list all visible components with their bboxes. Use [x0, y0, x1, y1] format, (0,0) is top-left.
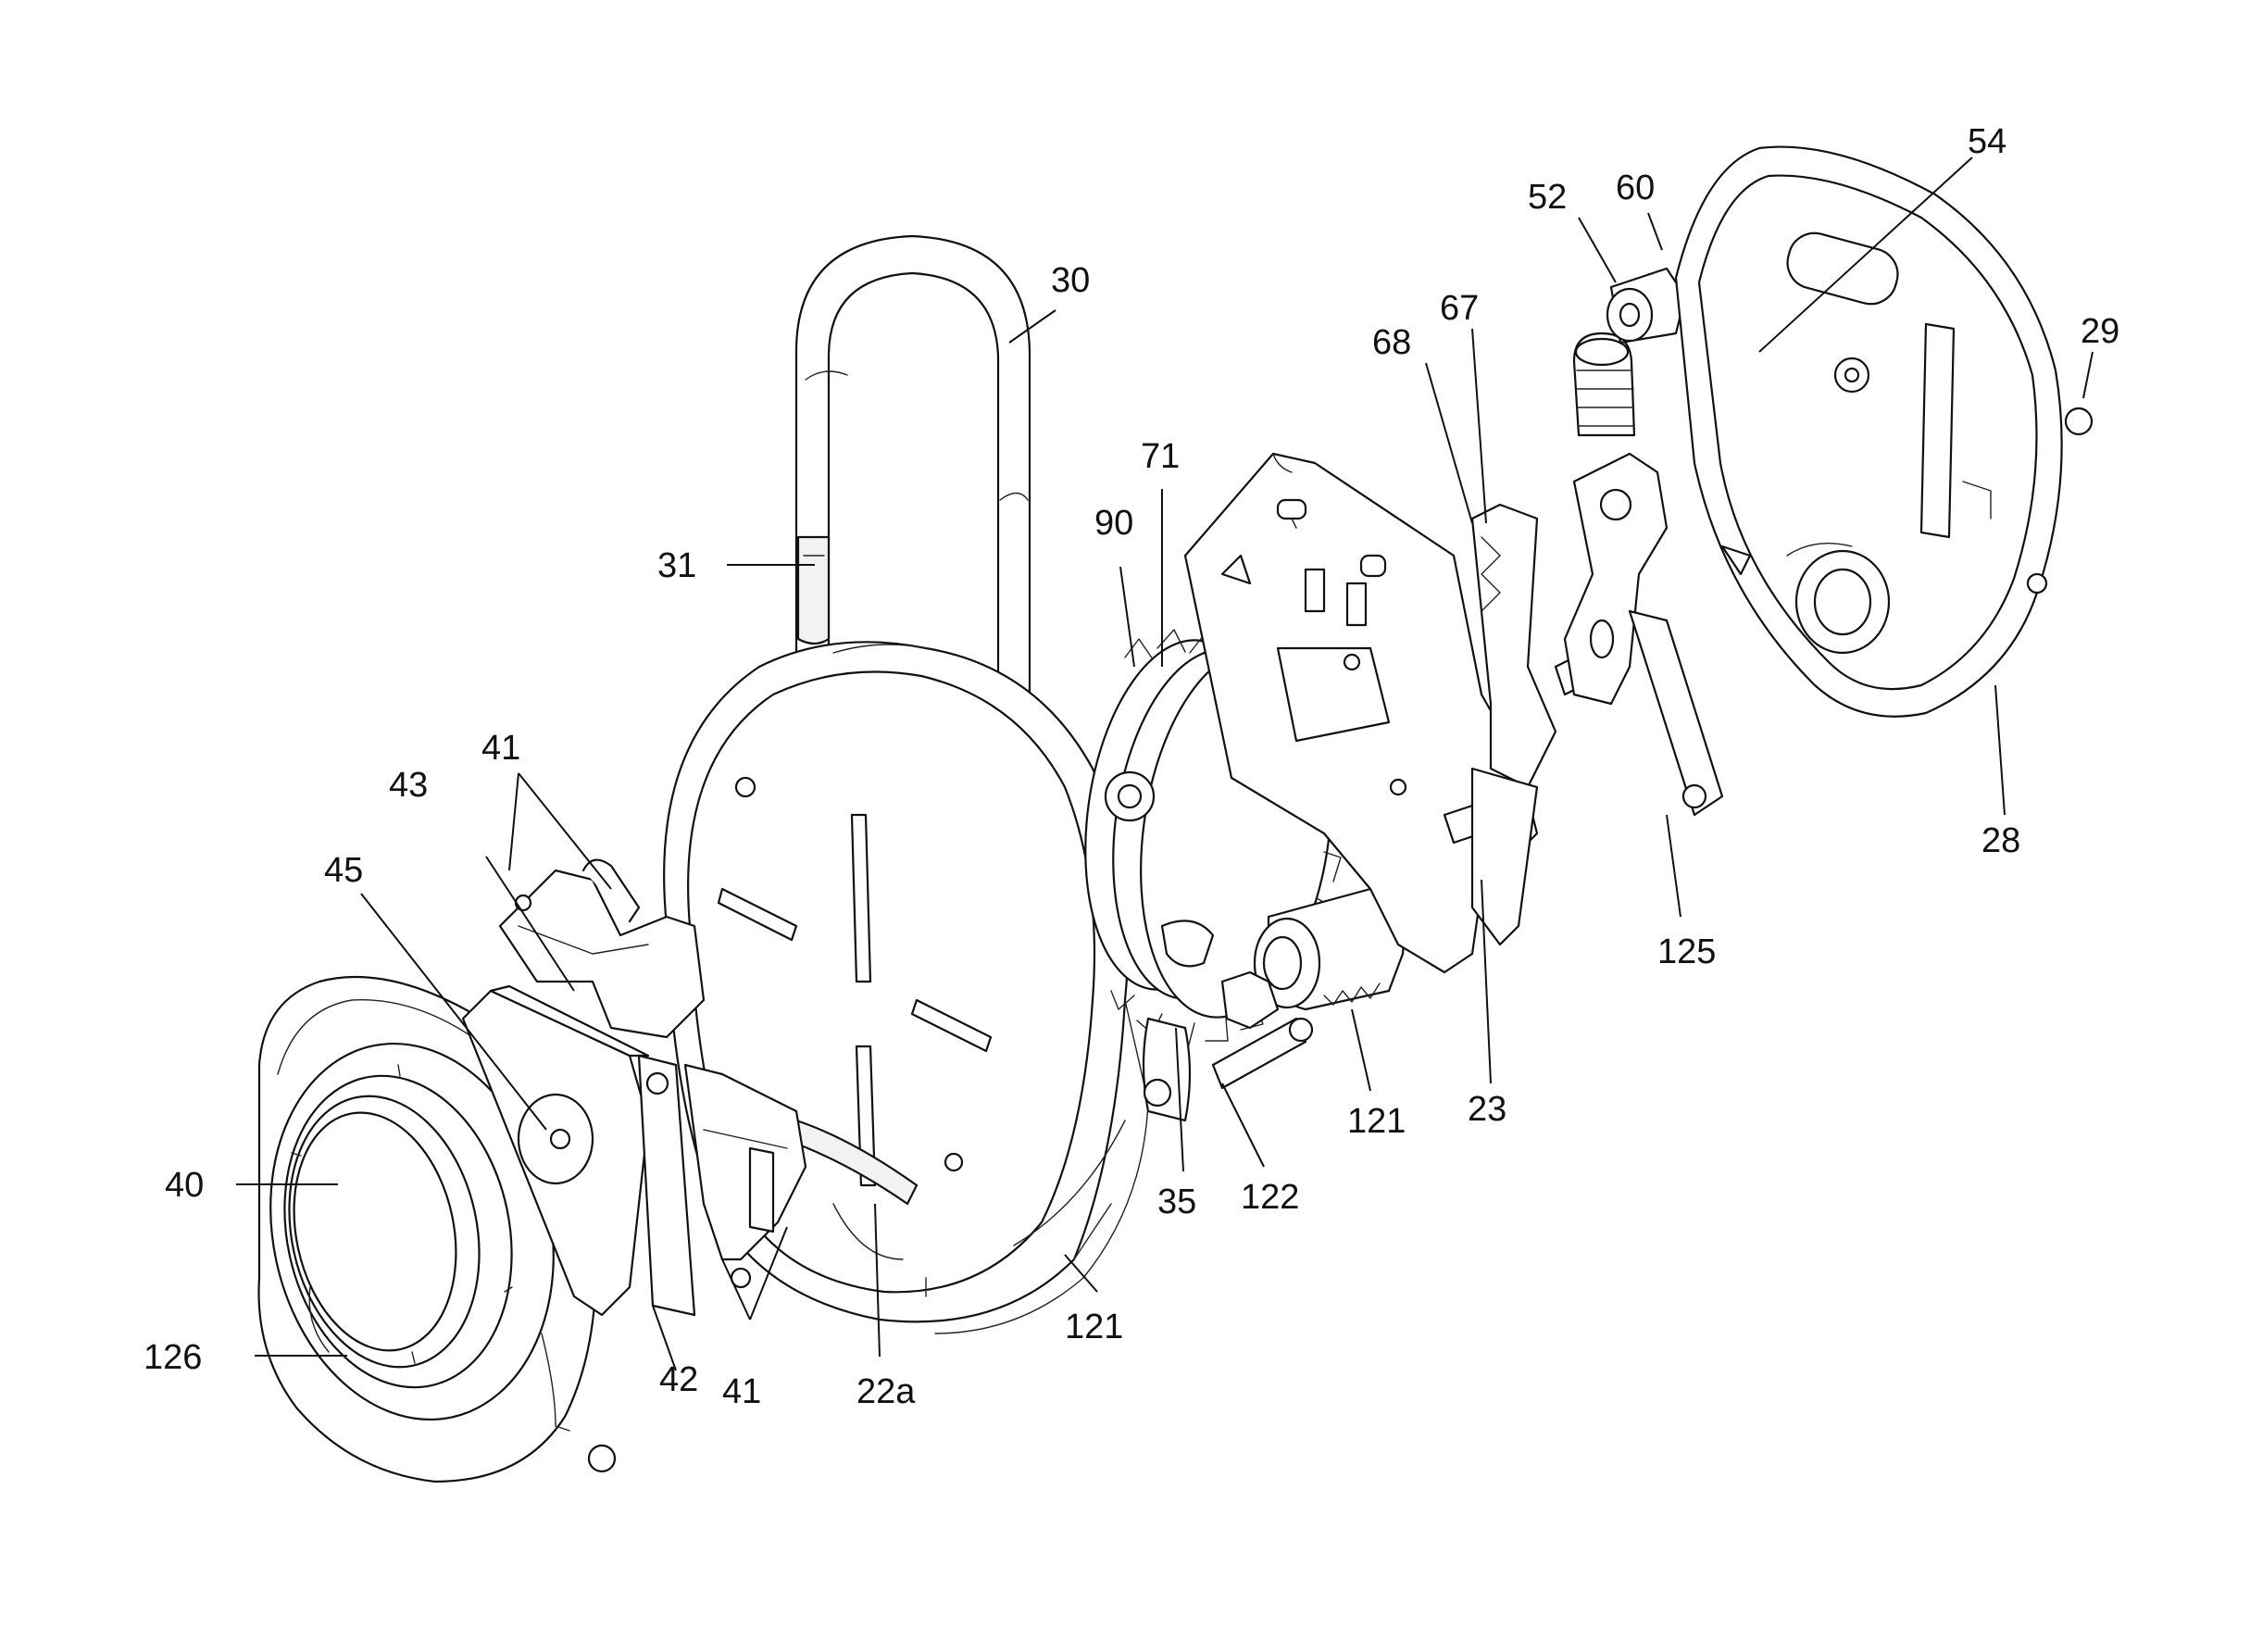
label-52: 52	[1528, 178, 1567, 217]
label-122: 122	[1241, 1178, 1299, 1217]
label-121-upper: 121	[1347, 1102, 1406, 1141]
label-29: 29	[2081, 312, 2119, 351]
label-41-upper: 41	[481, 729, 520, 768]
label-30: 30	[1051, 261, 1090, 300]
label-68: 68	[1372, 323, 1411, 362]
label-60: 60	[1616, 169, 1655, 207]
label-23: 23	[1468, 1090, 1506, 1129]
back-cover-part	[1676, 147, 2092, 717]
label-43: 43	[389, 766, 428, 805]
label-31: 31	[657, 546, 696, 585]
label-54: 54	[1968, 122, 2006, 161]
label-41-lower: 41	[722, 1372, 761, 1411]
label-71: 71	[1141, 437, 1180, 476]
label-121-lower: 121	[1065, 1308, 1123, 1346]
label-90: 90	[1094, 504, 1133, 543]
label-125: 125	[1657, 932, 1716, 971]
label-22a: 22a	[856, 1372, 916, 1411]
label-45: 45	[324, 851, 363, 890]
label-28: 28	[1981, 821, 2020, 860]
label-42: 42	[659, 1360, 698, 1399]
label-40: 40	[165, 1166, 204, 1205]
label-67: 67	[1440, 289, 1479, 328]
label-35: 35	[1157, 1183, 1196, 1221]
label-126: 126	[144, 1338, 202, 1377]
